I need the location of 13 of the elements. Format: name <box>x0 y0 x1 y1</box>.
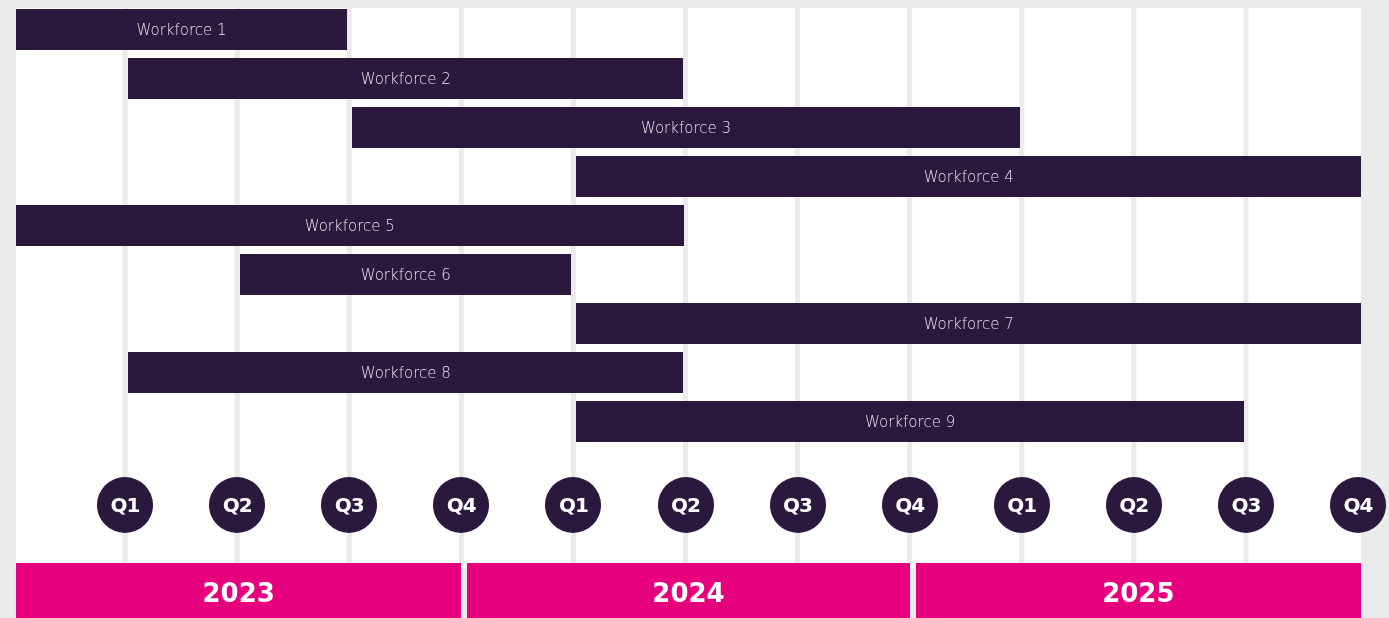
quarter-marker: Q4 <box>1330 477 1386 533</box>
year-band: 2024 <box>467 563 910 618</box>
timeline-bar: Workforce 7 <box>576 303 1361 344</box>
timeline-bar: Workforce 1 <box>16 9 348 50</box>
timeline-bar: Workforce 3 <box>352 107 1020 148</box>
timeline-bar: Workforce 6 <box>240 254 572 295</box>
year-band: 2023 <box>16 563 462 618</box>
year-band: 2025 <box>915 563 1361 618</box>
timeline-bar: Workforce 9 <box>576 401 1244 442</box>
timeline-bar: Workforce 2 <box>128 58 684 99</box>
timeline-bar: Workforce 4 <box>576 156 1361 197</box>
timeline-bar: Workforce 5 <box>16 205 684 246</box>
timeline-bar: Workforce 8 <box>128 352 684 393</box>
